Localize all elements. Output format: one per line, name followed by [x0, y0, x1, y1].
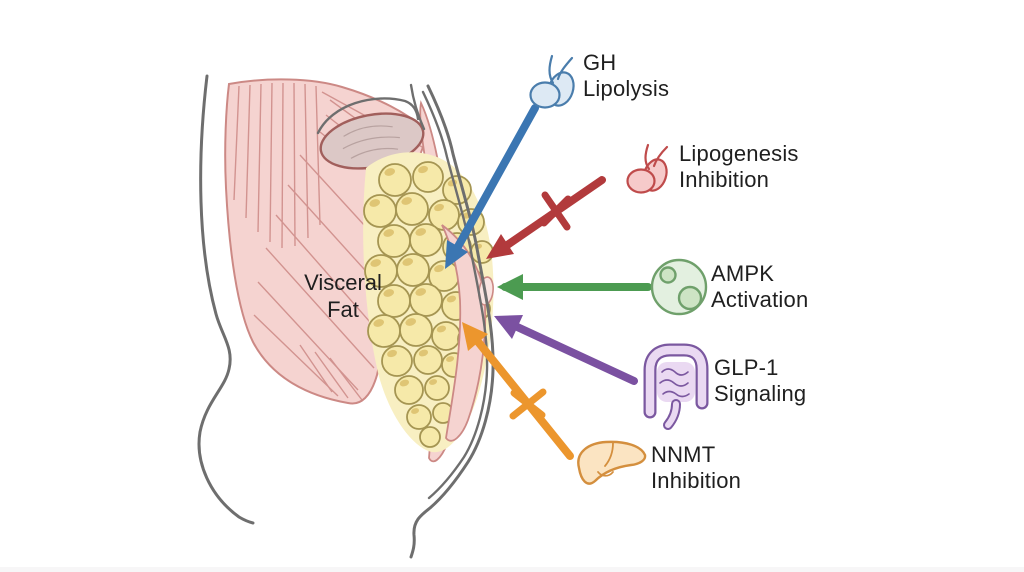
muscle-striation: [293, 82, 296, 247]
fat-cell: [394, 375, 424, 405]
pituitary-gland-icon: [529, 54, 575, 109]
muscle-striation: [257, 83, 262, 233]
muscle-striation: [304, 83, 309, 239]
fat-cell-nucleus: [434, 264, 445, 273]
fat-cell: [377, 224, 411, 258]
lipogenesis-inhibition-arrow: [486, 176, 606, 259]
fat-cell: [409, 223, 443, 257]
fat-cell-nucleus: [415, 288, 427, 296]
fat-cell-nucleus: [446, 356, 455, 362]
fat-cell-nucleus: [429, 379, 438, 385]
muscle-striation: [314, 351, 349, 399]
fat-cell-nucleus: [369, 199, 381, 207]
inhibition-cross: [540, 191, 572, 231]
nnmt-inhibition-arrow: [462, 322, 574, 460]
fat-cell: [406, 404, 432, 430]
fat-cell: [381, 345, 413, 377]
fat-cell: [431, 321, 461, 351]
fat-cell: [363, 194, 397, 228]
muscle-striation: [269, 82, 273, 243]
front-contour-outer: [409, 84, 495, 559]
muscle-striation: [275, 214, 385, 339]
fat-cell: [424, 375, 450, 401]
bottom-edge-artifact: [0, 567, 1024, 572]
fat-cell-nucleus: [415, 228, 427, 236]
muscle-striation: [315, 85, 321, 226]
fat-cell-nucleus: [387, 349, 398, 358]
fat-cell: [396, 253, 430, 287]
fat-cell-nucleus: [411, 408, 420, 414]
front-contour-inner: [421, 90, 489, 500]
muscle-striation: [253, 314, 339, 397]
liver-icon: [577, 440, 647, 485]
fat-cell: [470, 240, 494, 264]
fat-cell: [395, 192, 429, 226]
fat-cell-nucleus: [399, 379, 410, 387]
muscle-striation: [299, 344, 333, 393]
fat-cell-nucleus: [370, 259, 382, 267]
fat-cell-nucleus: [383, 229, 395, 237]
muscle-striation: [233, 85, 240, 201]
fat-cell: [419, 426, 441, 448]
fat-cell-nucleus: [401, 197, 413, 205]
fat-cell-nucleus: [373, 319, 385, 327]
fat-cell-nucleus: [434, 203, 445, 212]
ampk-activation-arrow: [497, 274, 652, 300]
cell-icon: [650, 258, 708, 316]
fat-cell-nucleus: [384, 168, 396, 176]
intestine-icon: [643, 343, 709, 430]
fat-cell: [377, 284, 411, 318]
fat-cell: [399, 313, 433, 347]
fat-cell: [412, 161, 444, 193]
fat-cell-nucleus: [418, 349, 429, 357]
fat-cell-nucleus: [418, 165, 429, 174]
fat-cell-nucleus: [405, 318, 417, 326]
body-contours: [197, 74, 495, 559]
fat-cell: [413, 345, 443, 375]
fat-cell: [409, 283, 443, 317]
fat-cell-nucleus: [436, 325, 447, 333]
inhibition-cross: [509, 388, 547, 420]
fat-cell-nucleus: [402, 258, 414, 266]
fat-cell: [364, 254, 398, 288]
back-contour: [197, 74, 255, 525]
muscle-striation: [281, 82, 284, 249]
gh-lipolysis-arrow: [445, 104, 539, 269]
fat-cell: [378, 163, 412, 197]
muscle-striation: [245, 84, 251, 219]
muscle-striation: [329, 357, 363, 401]
fat-cell: [367, 314, 401, 348]
vessel-channel: [409, 83, 426, 131]
fat-cell-nucleus: [383, 289, 395, 297]
glp1-signaling-arrow: [494, 315, 638, 385]
adipose-pituitary-gland-icon: [626, 143, 669, 194]
muscle-striation: [265, 247, 375, 369]
fat-cell-nucleus: [446, 295, 457, 303]
